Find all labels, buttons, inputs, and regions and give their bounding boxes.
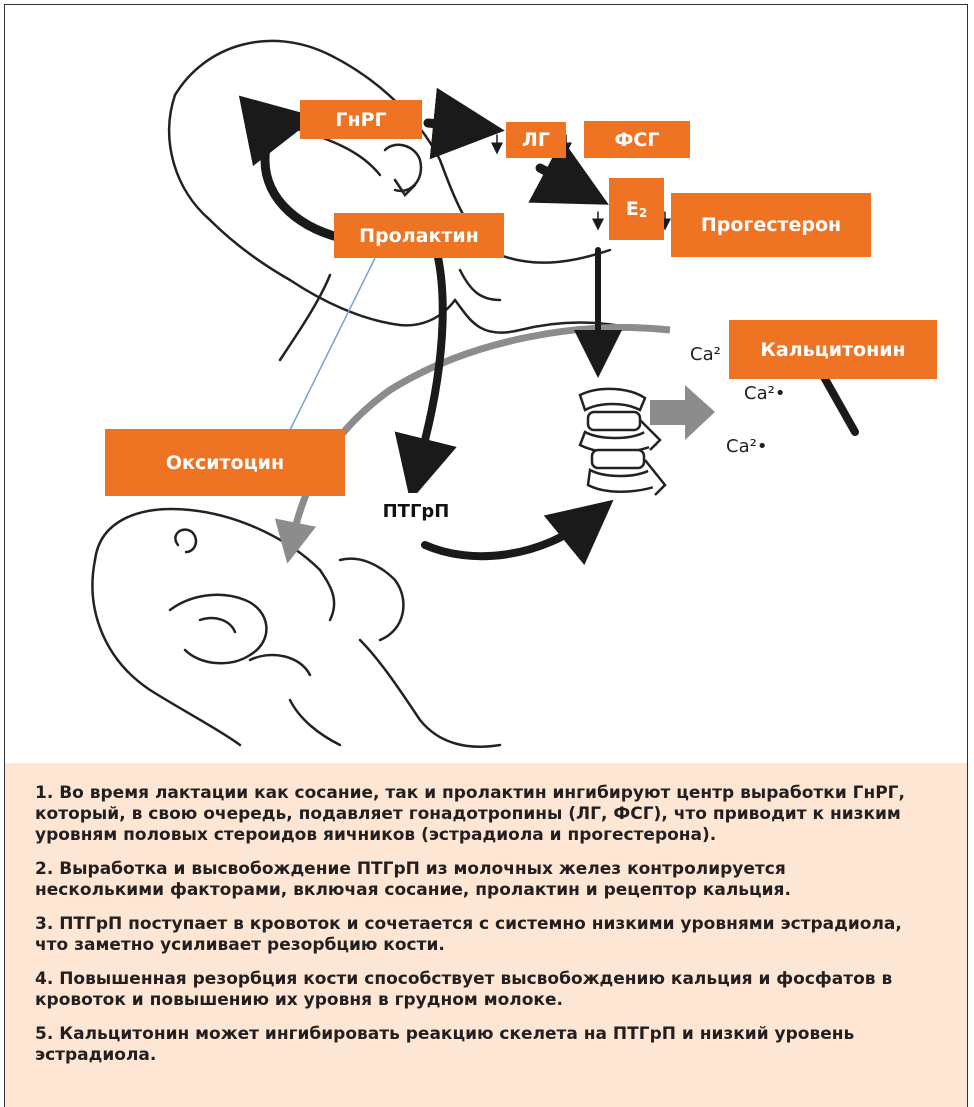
- calcium-ion: Ca²: [690, 344, 721, 365]
- calcium-release-arrow: [650, 385, 715, 440]
- note-2: 2. Выработка и высвобождение ПТГрП из мо…: [35, 859, 915, 901]
- pthrp-label: ПТГрП: [372, 493, 460, 529]
- calcium-ion: Ca²•: [726, 436, 767, 457]
- calcium-ion: Ca²•: [744, 383, 785, 404]
- prolactin-to-pthrp-arrow: [416, 230, 443, 478]
- lactation-illustration: [0, 0, 974, 760]
- lh-to-e2-arrow: [540, 168, 585, 192]
- baby-sketch: [92, 509, 500, 747]
- note-3: 3. ПТГрП поступает в кровоток и сочетает…: [35, 914, 915, 956]
- fsh-box: ФСГ: [584, 121, 690, 158]
- gnrg-box: ГнРГ: [300, 100, 422, 139]
- lh-box: ЛГ: [506, 122, 566, 158]
- oxytocin-box: Окситоцин: [105, 429, 345, 496]
- calcitonin-inhibit-line: [820, 370, 855, 432]
- note-1: 1. Во время лактации как сосание, так и …: [35, 783, 915, 846]
- gnrg-to-lh-arrow: [428, 123, 478, 128]
- oxytocin-line: [290, 258, 375, 430]
- prolactin-box: Пролактин: [334, 213, 504, 258]
- calcitonin-box: Кальцитонин: [729, 320, 937, 379]
- note-5: 5. Кальцитонин может ингибировать реакци…: [35, 1024, 915, 1066]
- progesterone-box: Прогестерон: [671, 193, 871, 257]
- notes-panel: 1. Во время лактации как сосание, так и …: [4, 763, 968, 1107]
- mother-sketch: [169, 41, 640, 360]
- note-4: 4. Повышенная резорбция кости способству…: [35, 969, 915, 1011]
